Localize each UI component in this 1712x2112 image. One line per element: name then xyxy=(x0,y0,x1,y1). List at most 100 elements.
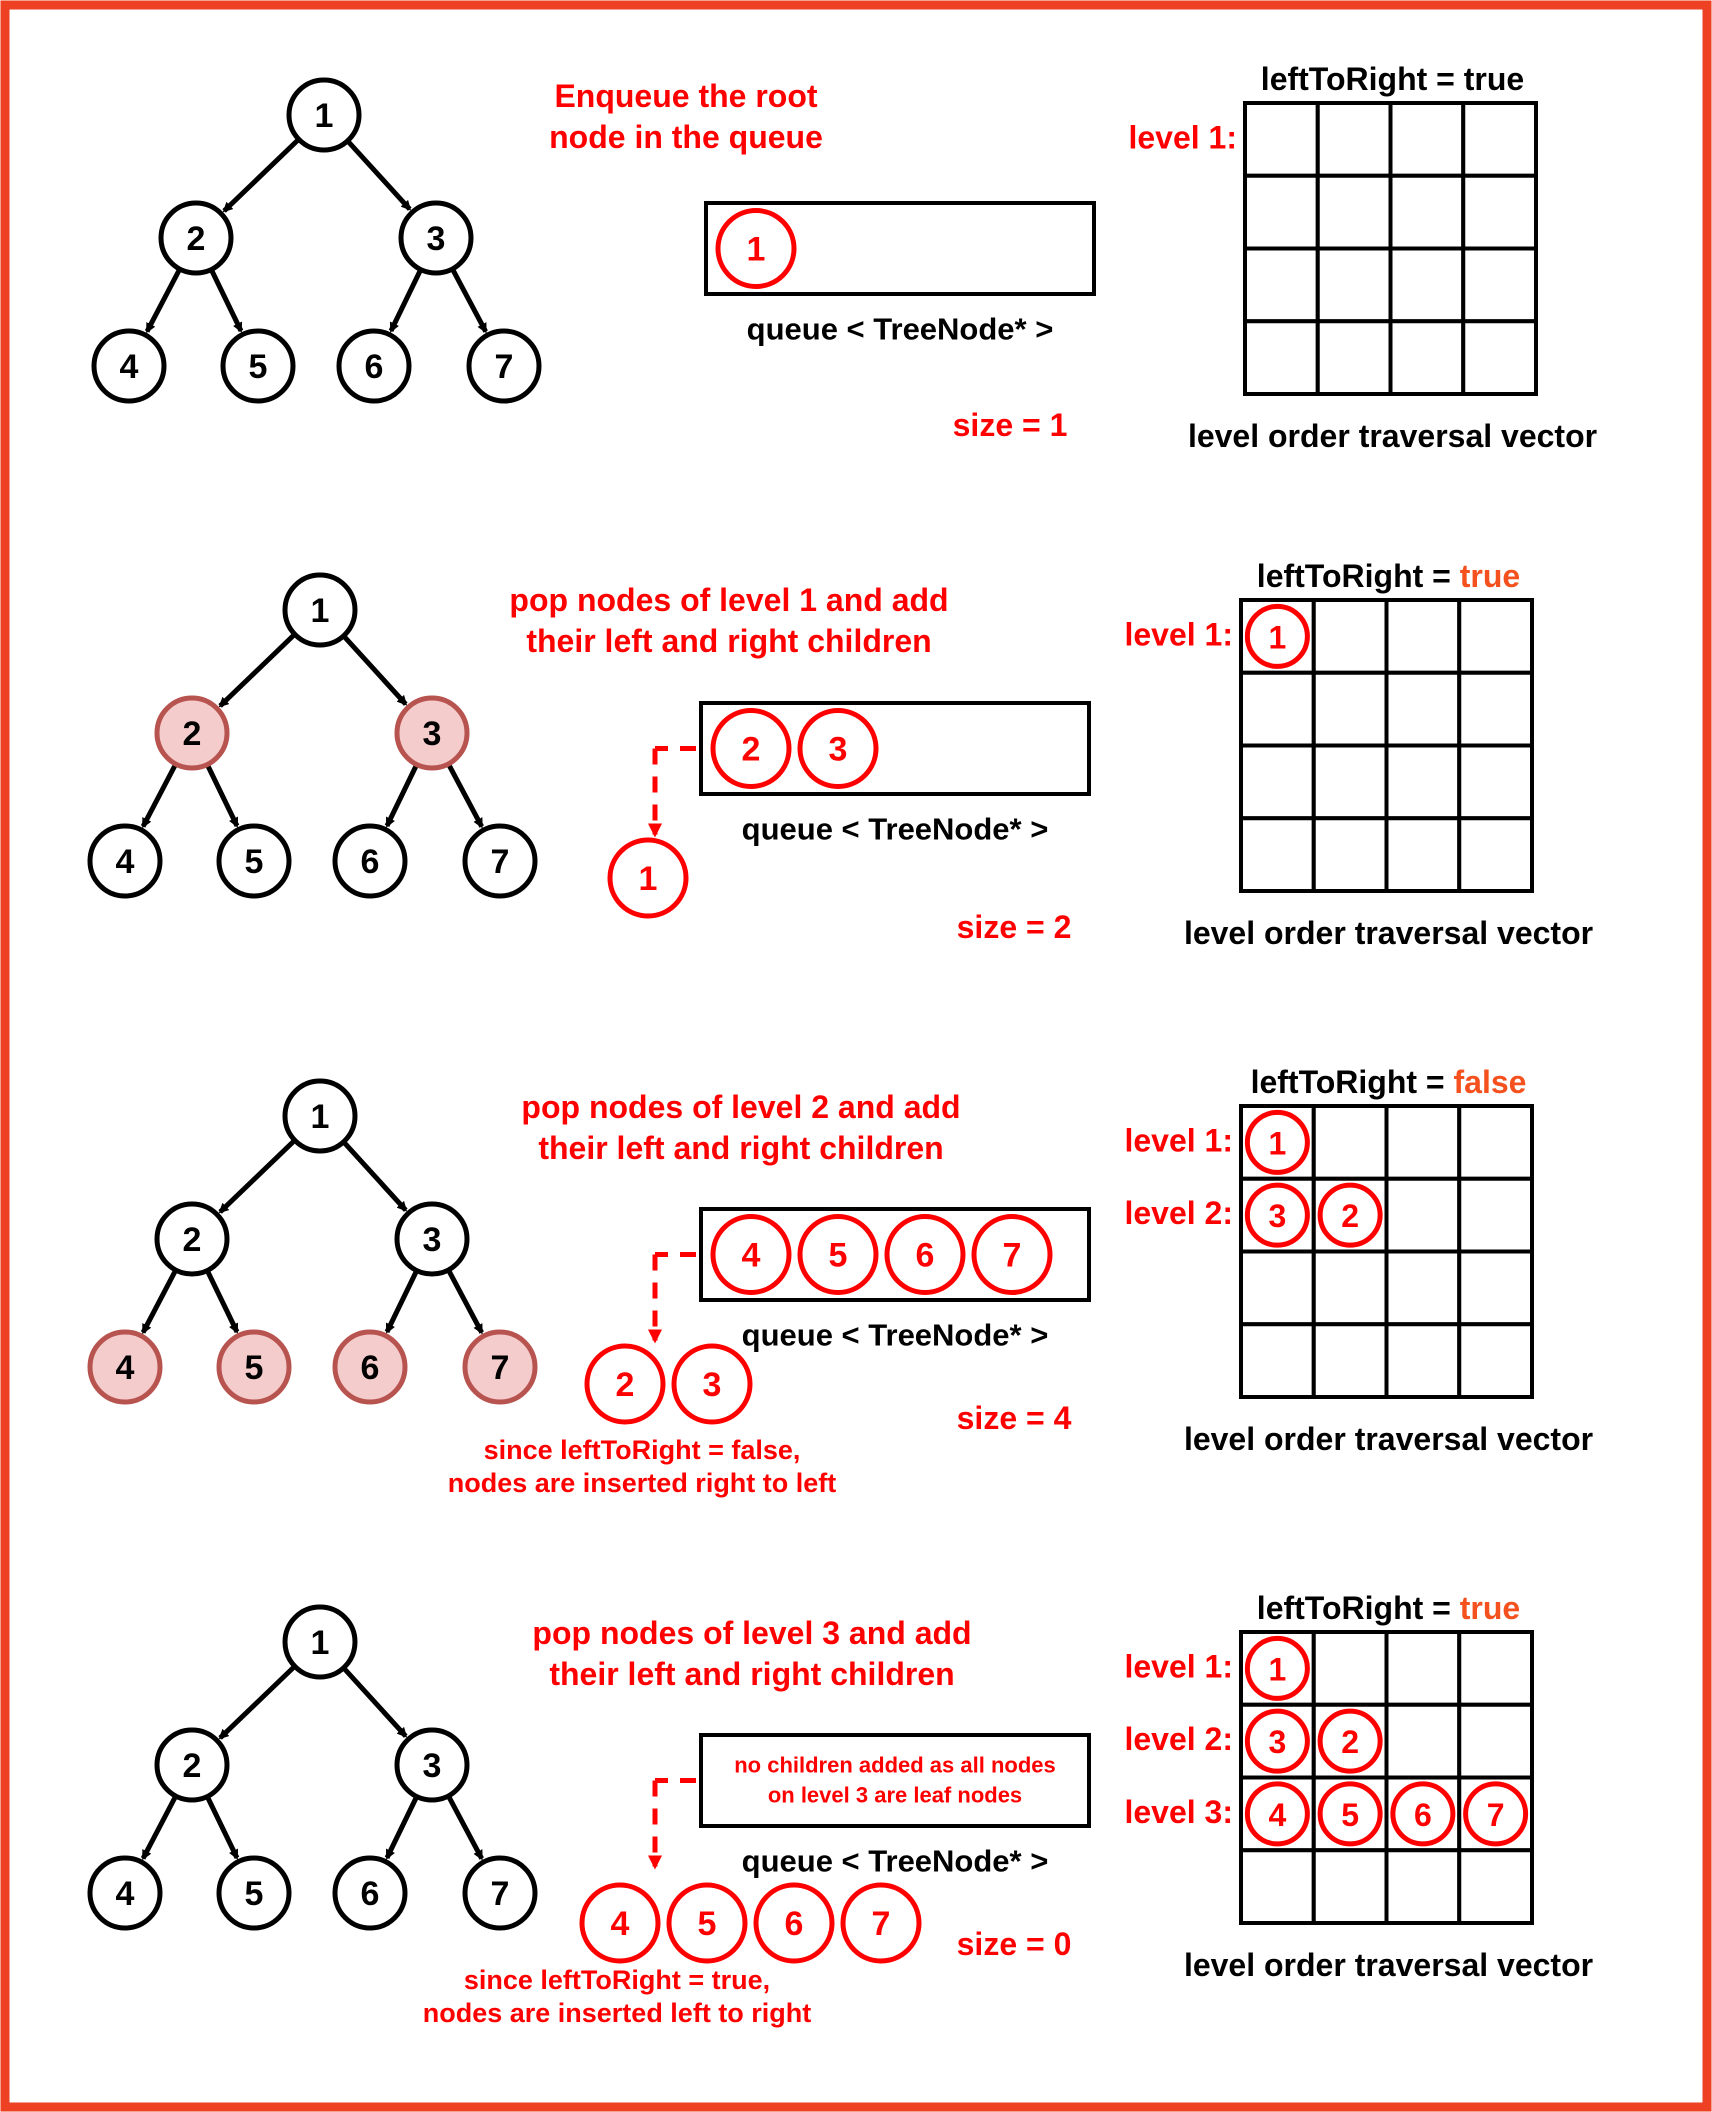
node-circle xyxy=(282,1078,358,1154)
left-to-right-flag: leftToRight = false xyxy=(1251,1064,1527,1100)
grid-cell xyxy=(1315,246,1393,324)
tree-edge-arrow xyxy=(341,1666,408,1738)
node-label: 7 xyxy=(1487,1797,1505,1833)
flag-name: leftToRight = xyxy=(1251,1064,1454,1100)
node-circle xyxy=(466,328,542,404)
tree-edge-arrow xyxy=(205,1795,240,1860)
tree-edge-arrow xyxy=(450,267,488,334)
tree-node-2: 2 xyxy=(154,1201,230,1277)
grid-cell xyxy=(1311,670,1389,748)
node-label: 5 xyxy=(245,843,264,881)
grid-cell xyxy=(1315,319,1393,396)
popped-item-6: 6 xyxy=(753,1882,835,1964)
step-caption-line: node in the queue xyxy=(549,119,823,155)
grid-cell xyxy=(1384,1176,1462,1254)
popped-item-3: 3 xyxy=(671,1343,753,1425)
node-label: 6 xyxy=(361,1349,380,1387)
queue-item-5: 5 xyxy=(797,1214,879,1295)
node-circle xyxy=(666,1882,748,1964)
grid-cell xyxy=(1239,1848,1316,1925)
insertion-note-line: since leftToRight = true, xyxy=(464,1965,770,1995)
grid-cell xyxy=(1315,173,1393,251)
queue-item-1: 1 xyxy=(715,208,797,289)
grid-cell xyxy=(1384,1104,1462,1181)
node-circle xyxy=(1317,1182,1383,1248)
grid-cell xyxy=(1311,1322,1389,1399)
node-circle xyxy=(1317,1781,1383,1847)
grid-cell xyxy=(1384,1249,1462,1327)
node-circle xyxy=(1317,1708,1383,1774)
node-label: 5 xyxy=(245,1349,264,1387)
node-circle xyxy=(462,823,538,899)
node-circle xyxy=(91,328,167,404)
node-circle xyxy=(797,708,879,789)
flag-name: leftToRight = xyxy=(1257,1590,1460,1626)
tree-node-7: 7 xyxy=(462,823,538,899)
grid-cell xyxy=(1457,743,1534,821)
vector-item-2: 2 xyxy=(1317,1182,1383,1248)
node-label: 5 xyxy=(1341,1797,1359,1833)
tree-edge-arrow xyxy=(144,267,182,334)
node-label: 6 xyxy=(365,348,384,386)
vector-caption: level order traversal vector xyxy=(1184,1947,1593,1983)
node-circle xyxy=(715,208,797,289)
tree-node-3: 3 xyxy=(394,1727,470,1803)
node-label: 5 xyxy=(698,1905,717,1943)
tree-node-2: 2 xyxy=(158,200,234,276)
tree-node-1: 1 xyxy=(282,1078,358,1154)
node-label: 7 xyxy=(491,843,510,881)
tree-edge-arrow xyxy=(218,632,297,708)
node-circle xyxy=(1244,603,1310,669)
grid-cell xyxy=(1239,1249,1316,1327)
grid-cell xyxy=(1384,1702,1462,1780)
grid-cell xyxy=(1388,319,1466,396)
vector-item-7: 7 xyxy=(1463,1781,1529,1847)
node-label: 6 xyxy=(916,1237,935,1275)
step-caption-line: their left and right children xyxy=(549,1656,954,1692)
queue-type-label: queue < TreeNode* > xyxy=(742,1844,1049,1879)
tree-node-2: 2 xyxy=(154,695,230,771)
node-label: 7 xyxy=(495,348,514,386)
node-label: 3 xyxy=(427,220,446,258)
grid-cell xyxy=(1384,670,1462,748)
flag-name: leftToRight = xyxy=(1257,558,1460,594)
grid-cell xyxy=(1457,1322,1534,1399)
node-circle xyxy=(286,77,362,153)
left-to-right-flag: leftToRight = true xyxy=(1261,61,1524,97)
step-caption-line: Enqueue the root xyxy=(554,78,817,114)
grid-cell xyxy=(1243,319,1320,396)
node-label: 4 xyxy=(611,1905,630,1943)
tree-edge-arrow xyxy=(205,1269,240,1334)
popped-item-4: 4 xyxy=(579,1882,661,1964)
node-label: 5 xyxy=(829,1237,848,1275)
grid-cell xyxy=(1457,1249,1534,1327)
vector-item-2: 2 xyxy=(1317,1708,1383,1774)
tree-node-3: 3 xyxy=(394,695,470,771)
node-circle xyxy=(462,1855,538,1931)
queue-size-label: size = 4 xyxy=(957,1400,1072,1436)
node-label: 6 xyxy=(785,1905,804,1943)
grid-cell xyxy=(1311,1104,1389,1181)
node-label: 3 xyxy=(703,1366,722,1404)
node-circle xyxy=(584,1343,666,1425)
tree-node-7: 7 xyxy=(462,1329,538,1405)
tree-edge-arrow xyxy=(140,1268,178,1335)
vector-item-5: 5 xyxy=(1317,1781,1383,1847)
tree-edge-arrow xyxy=(446,762,484,829)
node-label: 3 xyxy=(829,731,848,769)
vector-item-3: 3 xyxy=(1244,1182,1310,1248)
node-label: 2 xyxy=(742,731,761,769)
flag-name: leftToRight = xyxy=(1261,61,1464,97)
level-label: level 1: xyxy=(1124,1648,1233,1684)
node-circle xyxy=(710,708,792,789)
node-circle xyxy=(154,1201,230,1277)
node-label: 5 xyxy=(245,1875,264,1913)
tree-node-1: 1 xyxy=(286,77,362,153)
node-label: 1 xyxy=(311,1098,330,1136)
